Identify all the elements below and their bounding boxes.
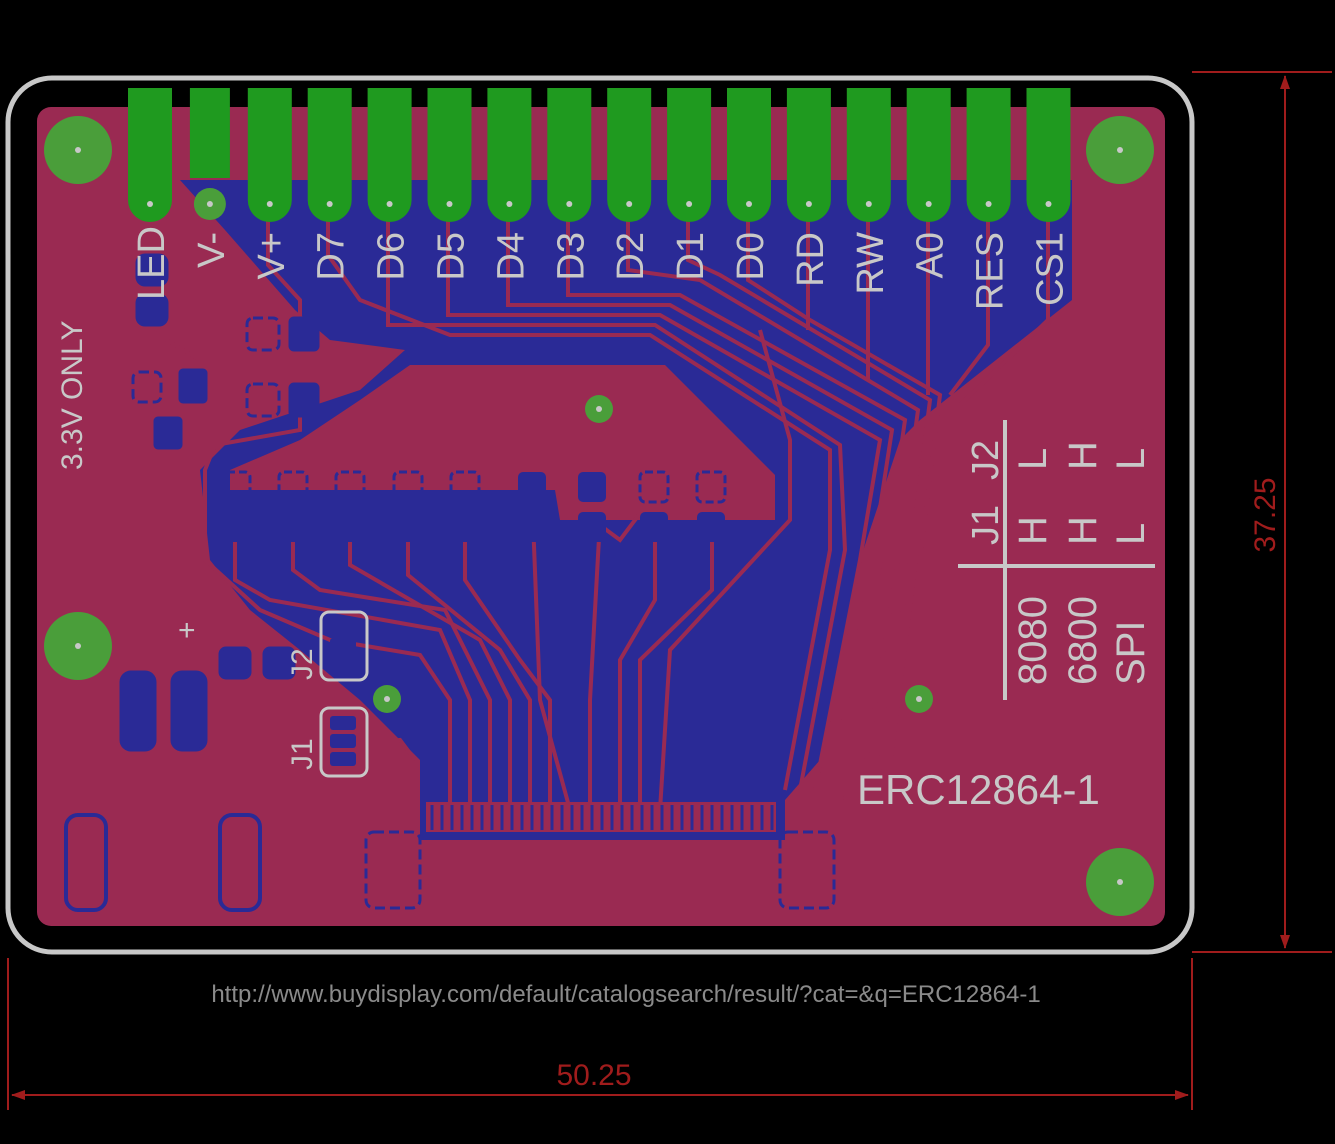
pin-pad-cs1 [1026,88,1071,222]
pin-pad-a0 [906,88,951,222]
pin-pad-rd [786,88,831,222]
width-dimension [7,958,1193,1110]
header-pins [128,88,1071,222]
height-value: 37.25 [1249,477,1282,552]
jumper-j1: J1 [286,706,369,778]
mode-8080-j2: L [1011,448,1055,470]
pin-drill-d1 [686,201,693,207]
pin-label-cs1: CS1 [1030,232,1072,306]
mode-6800: 6800 [1061,596,1105,685]
pin-drill-res [985,201,992,207]
vias [373,395,933,713]
pin-pad-d0 [727,88,771,222]
mode-header-j2: J2 [965,440,1007,480]
pin-labels: LED V- V+ D7 D6 D5 D4 D3 D2 D1 D0 RD RW A0 RES CS1 [131,226,1072,310]
mode-spi-j1: L [1109,523,1153,545]
part-number: ERC12864-1 [857,766,1100,813]
pin-drill-d7 [326,201,333,207]
pin-label-d0: D0 [730,232,772,281]
pin-label-d1: D1 [670,232,712,281]
board-outline [5,75,1195,955]
mode-spi: SPI [1109,621,1153,685]
pin-drill-rw [865,201,872,207]
pin-pad-led [128,88,172,222]
pin-pad-res [966,88,1011,222]
pin-drill-vminus [206,201,213,207]
mode-header-j1: J1 [965,505,1007,545]
product-url: http://www.buydisplay.com/default/catalo… [211,981,1040,1008]
pin-label-rd: RD [790,232,832,287]
pin-drill-d2 [626,201,633,207]
pin-drill-d6 [386,201,393,207]
pin-pad-d1 [667,88,712,222]
pin-pad-d7 [307,88,352,222]
mode-table: J1 J2 8080 H L 6800 H H SPI L L [958,420,1155,700]
height-dimension [1192,71,1332,953]
pin-pad-d6 [367,88,412,222]
pin-label-vminus: V- [191,232,233,268]
pin-label-d4: D4 [490,232,532,281]
pin-drill-d3 [566,201,573,207]
pin-drill-cs1 [1045,201,1052,207]
pin-drill-d5 [446,201,453,207]
pin-drill-d0 [746,201,752,207]
pin-drill-led [147,201,153,207]
pin-drill-rd [805,201,812,207]
pin-label-d2: D2 [610,232,652,281]
pin-pad-vminus [247,88,292,222]
pin-label-d6: D6 [371,232,413,281]
width-value: 50.25 [556,1059,631,1092]
copper-island [230,365,775,520]
pin-label-res: RES [970,232,1012,310]
pin-label-vminus: V+ [251,232,293,280]
mode-spi-j2: L [1109,448,1153,470]
pin-pad-vminus-top [189,88,230,178]
pin-pad-d2 [607,88,652,222]
smd-pads [119,253,320,752]
pin-label-rw: RW [850,232,892,295]
pin-label-d7: D7 [311,232,353,281]
mode-8080: 8080 [1011,596,1055,685]
pad-outlines [131,316,836,910]
pin-label-d3: D3 [550,232,592,281]
traces [128,205,1050,811]
mode-6800-j1: H [1061,516,1105,545]
pin-pad-d5 [427,88,472,222]
jumper-pad-array [220,470,727,542]
mode-6800-j2: H [1061,441,1105,470]
plus-marker: + [178,614,196,647]
pin-label-a0: A0 [910,232,952,278]
jumper-j2: J2 [286,610,369,682]
j1-label: J1 [286,738,319,770]
pin-label-d5: D5 [431,232,473,281]
pin-label-led: LED [131,226,173,300]
pin-pad-d4 [487,88,532,222]
pin-drill-d4 [506,201,513,207]
mounting-holes [44,116,1154,916]
j2-label: J2 [286,648,319,680]
large-pads [64,813,262,912]
pin-drill-a0 [925,201,932,207]
pin-drill-vminus [266,201,273,207]
pin-pad-d3 [547,88,592,222]
voltage-note: 3.3V ONLY [56,320,89,470]
fpc-connector [426,802,776,832]
pin-pad-rw [846,88,891,222]
mode-8080-j1: H [1011,516,1055,545]
